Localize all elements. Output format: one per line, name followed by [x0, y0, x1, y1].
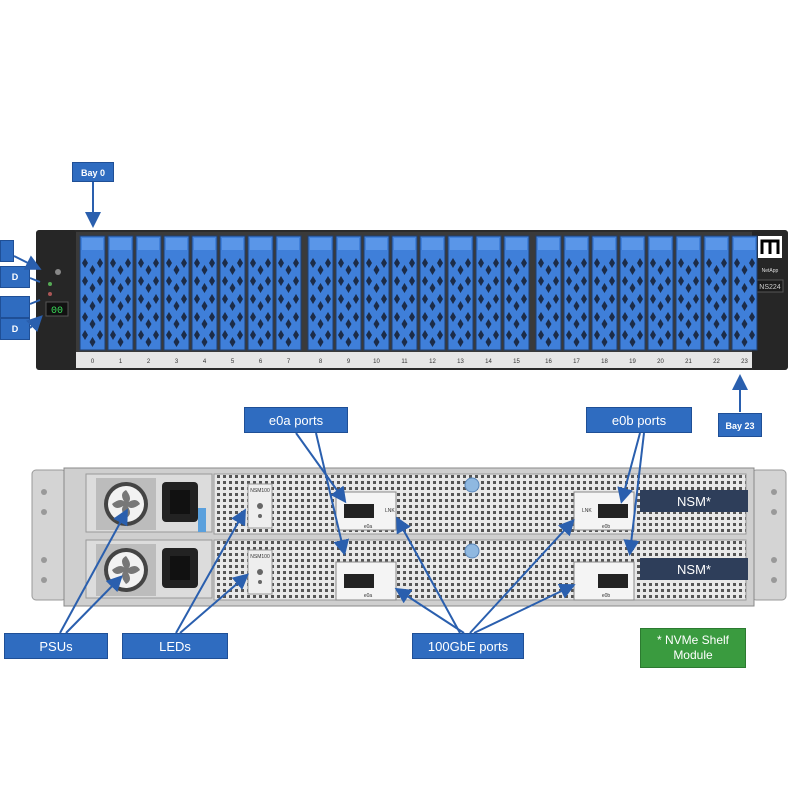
e0b-callout: e0b ports: [586, 407, 692, 433]
bay-number: 16: [545, 359, 552, 365]
bay-number: 4: [203, 359, 207, 365]
bay-number: 11: [401, 359, 408, 365]
drive-bay-10: [363, 235, 390, 351]
bay-number: 18: [601, 359, 608, 365]
drive-bay-12: [419, 235, 446, 351]
svg-text:e0a: e0a: [364, 524, 373, 530]
drive-bay-5: [219, 235, 246, 351]
bay-number: 0: [91, 359, 95, 365]
footnote-box: * NVMe Shelf Module: [640, 628, 746, 668]
svg-text:LNK: LNK: [385, 508, 395, 514]
bay-number: 10: [373, 359, 380, 365]
drive-bay-7: [275, 235, 302, 351]
drive-bay-18: [591, 235, 618, 351]
svg-text:e0a: e0a: [364, 593, 373, 599]
drive-bay-3: [163, 235, 190, 351]
drive-bay-13: [447, 235, 474, 351]
drive-bay-20: [647, 235, 674, 351]
drive-bay-17: [563, 235, 590, 351]
bay-number: 19: [629, 359, 636, 365]
drive-bay-14: [475, 235, 502, 351]
bay-number: 23: [741, 359, 748, 365]
left-ear: [36, 230, 76, 370]
bay-number: 20: [657, 359, 664, 365]
power-led: [48, 282, 52, 286]
drive-bay-23: [731, 235, 758, 351]
drive-bay-6: [247, 235, 274, 351]
drive-bay-21: [675, 235, 702, 351]
drive-bay-11: [391, 235, 418, 351]
bay-number: 21: [685, 359, 692, 365]
nsm-a-thumbscrew: [464, 477, 480, 493]
bay-number: 8: [319, 359, 323, 365]
bay-number: 9: [347, 359, 351, 365]
svg-text:NSM100: NSM100: [250, 488, 270, 494]
drive-bay-8: [307, 235, 334, 351]
bay0-callout: Bay 0: [72, 162, 114, 182]
bay-number: 3: [175, 359, 179, 365]
ports-callout: 100GbE ports: [412, 633, 524, 659]
bay-number: 5: [231, 359, 235, 365]
shelf-id-text: 00: [51, 306, 63, 317]
drive-bay-16: [535, 235, 562, 351]
bay-number: 12: [429, 359, 436, 365]
bay-number: 13: [457, 359, 464, 365]
psus-callout: PSUs: [4, 633, 108, 659]
e0a-callout: e0a ports: [244, 407, 348, 433]
bay-number: 6: [259, 359, 263, 365]
nsm-a-led-panel: [247, 483, 273, 529]
nsm-a-label: NSM*: [677, 494, 711, 509]
left-callout-1: [0, 240, 14, 262]
drive-bay-4: [191, 235, 218, 351]
drive-bay-0: [79, 235, 106, 351]
left-callout-2: D: [0, 266, 30, 288]
nsm-b-label-box: [640, 558, 748, 580]
bay-number: 2: [147, 359, 151, 365]
footnote-text: * NVMe Shelf Module: [656, 633, 730, 662]
rear-left-ear: [31, 469, 67, 601]
drive-bay-15: [503, 235, 530, 351]
drive-bay-22: [703, 235, 730, 351]
bay-number: 22: [713, 359, 720, 365]
bay-number: 15: [513, 359, 520, 365]
rear-pointers: [59, 432, 645, 634]
status-led: [55, 269, 61, 275]
shelf-id-display: [45, 301, 69, 317]
bay-number: 7: [287, 359, 291, 365]
bay-number-strip: [76, 352, 752, 368]
svg-text:LNK: LNK: [582, 508, 592, 514]
bay-number: 17: [573, 359, 580, 365]
svg-text:e0b: e0b: [602, 593, 611, 599]
drive-bay-9: [335, 235, 362, 351]
brand-text: NetApp: [762, 268, 779, 274]
rear-right-ear: [751, 469, 787, 601]
drive-bay-1: [107, 235, 134, 351]
bay-number: 14: [485, 359, 492, 365]
drive-bay-19: [619, 235, 646, 351]
svg-text:e0b: e0b: [602, 524, 611, 530]
svg-text:NSM100: NSM100: [250, 554, 270, 560]
nsm-a-label-box: [640, 490, 748, 512]
rear-chassis: NSM100 LNK e0a LNK e0b NSM* NSM100 e0a e…: [31, 467, 787, 607]
leds-callout: LEDs: [122, 633, 228, 659]
fault-led: [48, 292, 52, 296]
right-ear: [752, 230, 788, 370]
bay-number: 1: [119, 359, 123, 365]
nsm-b-label: NSM*: [677, 562, 711, 577]
nsm-b-thumbscrew: [464, 543, 480, 559]
model-text: NS224: [759, 284, 781, 291]
left-callout-3: [0, 296, 30, 318]
drive-bay-2: [135, 235, 162, 351]
bay23-callout: Bay 23: [718, 413, 762, 437]
